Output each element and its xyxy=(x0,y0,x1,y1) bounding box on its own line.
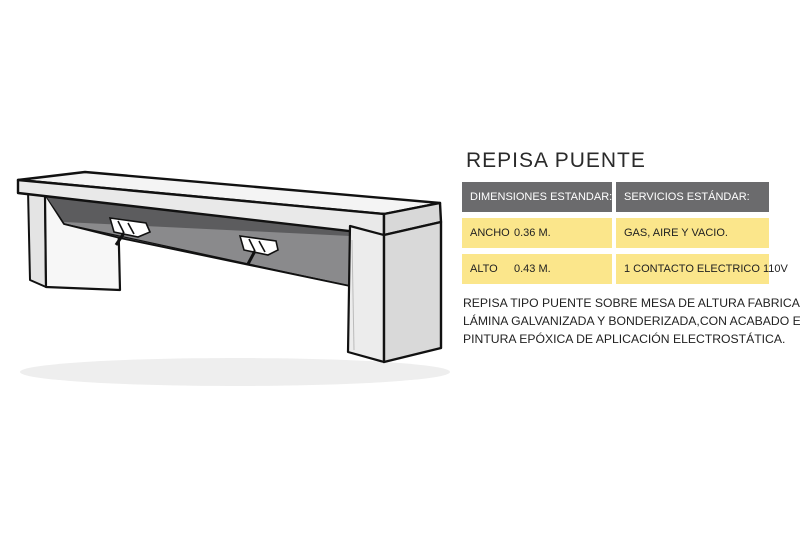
product-title: REPISA PUENTE xyxy=(466,149,646,172)
dimension-label: ALTO xyxy=(470,263,498,275)
service-item: 1 CONTACTO ELECTRICO 110V xyxy=(616,254,788,284)
dimension-value: 0.43 M. xyxy=(514,263,551,275)
services-header: SERVICIOS ESTÁNDAR: xyxy=(616,182,769,212)
description-line: REPISA TIPO PUENTE SOBRE MESA DE ALTURA … xyxy=(463,296,800,310)
bridge-shelf-illustration xyxy=(16,170,450,386)
product-description: REPISA TIPO PUENTE SOBRE MESA DE ALTURA … xyxy=(463,294,800,348)
description-line: LÁMINA GALVANIZADA Y BONDERIZADA,CON ACA… xyxy=(463,314,800,328)
right-leg xyxy=(346,220,443,364)
dimension-row-height: ALTO 0.43 M. xyxy=(462,254,612,284)
dimension-value: 0.36 M. xyxy=(514,227,551,239)
service-outlet-2 xyxy=(238,235,279,265)
dimension-row-width: ANCHO 0.36 M. xyxy=(462,218,612,248)
service-item: GAS, AIRE Y VACIO. xyxy=(616,218,769,248)
service-outlet-1 xyxy=(108,217,152,246)
dimension-label: ANCHO xyxy=(470,227,510,239)
description-line: PINTURA EPÓXICA DE APLICACIÓN ELECTROSTÁ… xyxy=(463,332,786,346)
dimensions-header: DIMENSIONES ESTANDAR: xyxy=(462,182,612,212)
